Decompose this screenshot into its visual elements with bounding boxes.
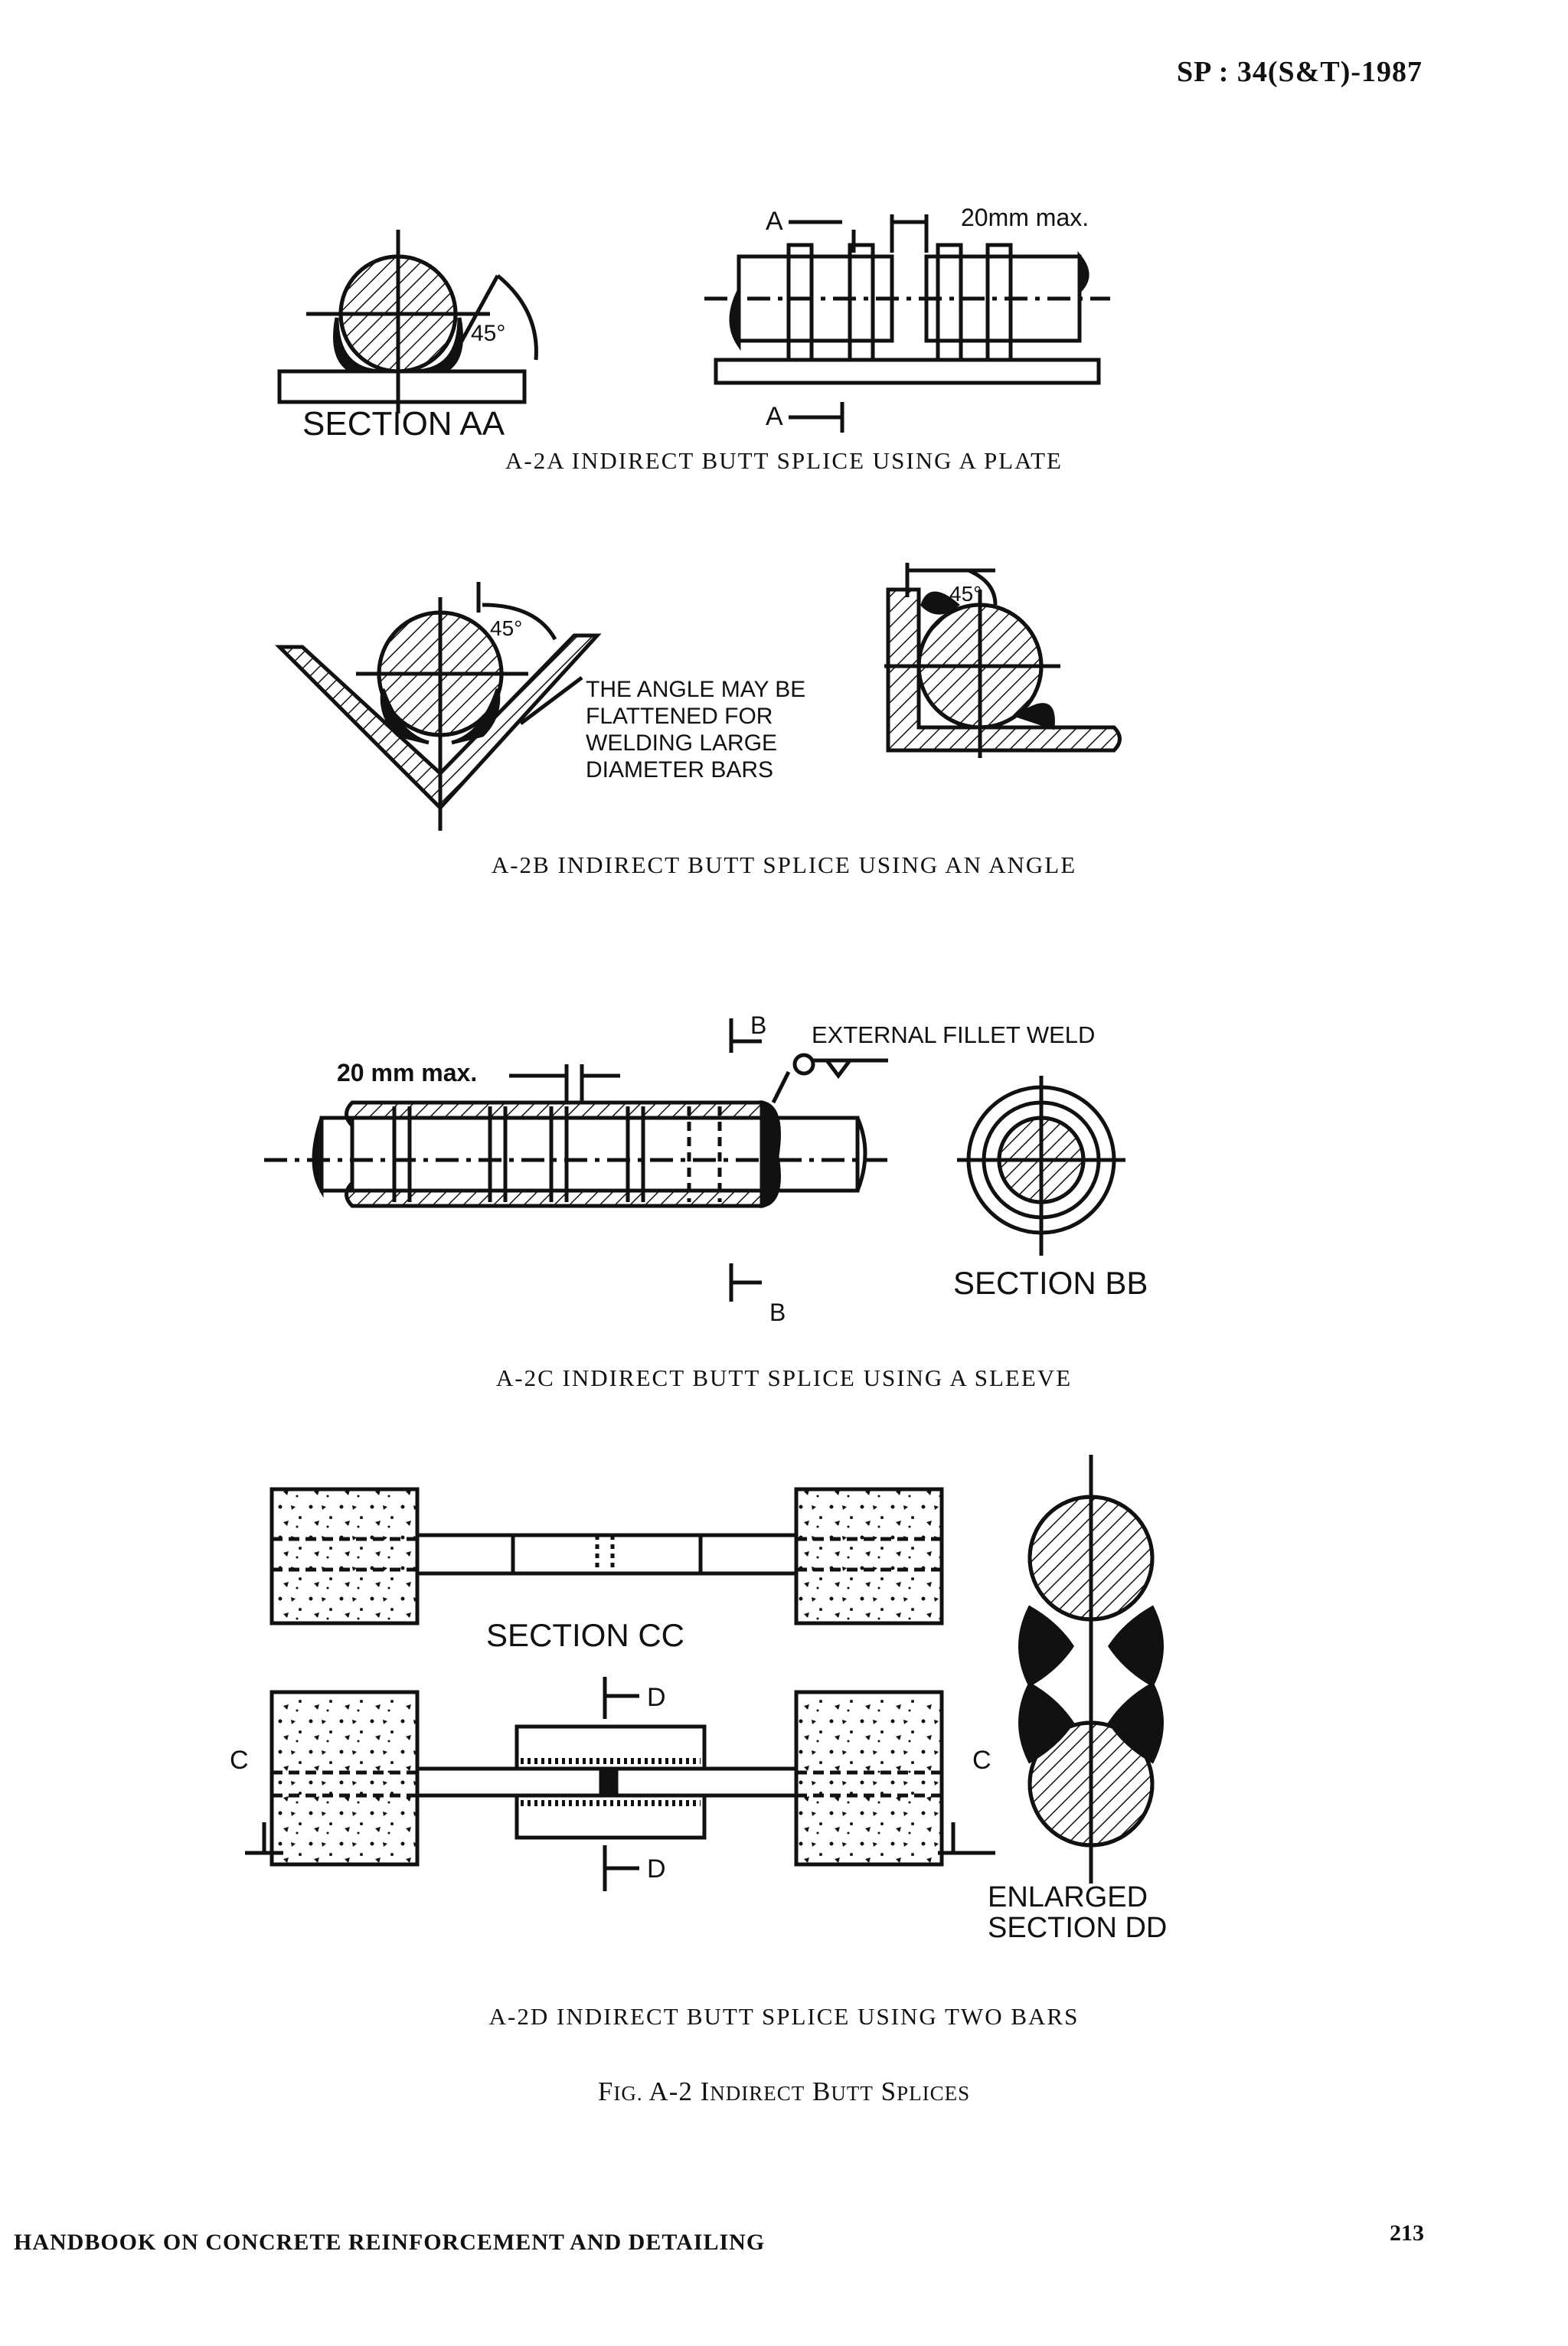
cut-a-top-label: A [766, 207, 783, 236]
caption-a2a: A-2A INDIRECT BUTT SPLICE USING A PLATE [505, 447, 1063, 474]
angle-label: 45° [471, 321, 505, 346]
section-aa-label: SECTION AA [302, 405, 505, 443]
cut-d-bottom-label: D [647, 1854, 666, 1884]
section-bb-label: SECTION BB [953, 1265, 1148, 1301]
figure-a2a-section-aa: 45° SECTION AA [277, 230, 538, 443]
fig-word3-big: S [880, 2076, 897, 2106]
weld-left [333, 317, 384, 374]
fig-word1-big: I [700, 2076, 710, 2106]
cut-a-bottom-label: A [766, 402, 783, 431]
figure-a2a-elevation: A 20mm max. A [704, 204, 1110, 433]
figure-a2b-angle-l: 45° [884, 563, 1122, 758]
weld-label: EXTERNAL FILLET WELD [812, 1021, 1095, 1048]
note-line-4: DIAMETER BARS [586, 757, 773, 783]
fillet-weld [760, 1100, 781, 1208]
fig-number: A-2 [648, 2076, 693, 2106]
cut-b-bottom-label: B [769, 1299, 786, 1326]
figures-canvas: 45° SECTION AA A 20mm max. A [230, 204, 1167, 1944]
figure-a2d-elevation: D D C C [230, 1677, 995, 1891]
note-line-2: FLATTENED FOR [586, 704, 773, 729]
fig-prefix-small: IG. [613, 2082, 643, 2105]
figure-a2d-section-dd: ENLARGED SECTION DD [988, 1455, 1167, 1944]
figure-a2b-angle-v: 45° THE ANGLE MAY BE FLATTENED FOR WELDI… [274, 582, 805, 831]
gap-label: 20mm max. [961, 204, 1089, 231]
figure-a2d-section-cc: SECTION CC [270, 1487, 944, 1653]
note-line-3: WELDING LARGE [586, 730, 777, 756]
angle-l-section [886, 587, 1122, 753]
plate-elevation [714, 358, 1101, 385]
caption-a2c: A-2C INDIRECT BUTT SPLICE USING A SLEEVE [495, 1364, 1073, 1391]
caption-a2b: A-2B INDIRECT BUTT SPLICE USING AN ANGLE [491, 851, 1077, 878]
angle-right-label: 45° [949, 582, 982, 606]
plate-section [277, 369, 527, 404]
fig-word3-small: PLICES [897, 2082, 971, 2105]
cut-c-right-label: C [972, 1746, 991, 1775]
standard-code-header: SP : 34(S&T)-1987 [1177, 56, 1423, 88]
fig-word1-small: NDIRECT [710, 2082, 805, 2105]
sleeve-gap-label: 20 mm max. [337, 1059, 477, 1086]
cut-d-top-label: D [647, 1683, 666, 1712]
cut-c-left-label: C [230, 1746, 249, 1775]
caption-a2d: A-2D INDIRECT BUTT SPLICE USING TWO BARS [488, 2003, 1080, 2030]
fig-word2-small: UTT [831, 2082, 874, 2105]
fig-word2-big: B [812, 2076, 831, 2106]
figure-a2c-sleeve: 20 mm max. B B EXTERNAL FILLET WELD [264, 1011, 1095, 1326]
figure-title: FIG. A-2 INDIRECT BUTT SPLICES [0, 2076, 1568, 2107]
note-line-1: THE ANGLE MAY BE [586, 677, 805, 702]
enlarged-line-2: SECTION DD [988, 1912, 1167, 1944]
page-number: 213 [1390, 2220, 1424, 2246]
footer-title: HANDBOOK ON CONCRETE REINFORCEMENT AND D… [14, 2230, 766, 2255]
angle-left-label: 45° [490, 616, 522, 640]
angle-arc [496, 274, 538, 361]
figure-a2c-section-bb: SECTION BB [953, 1076, 1148, 1301]
cut-b-top-label: B [750, 1011, 766, 1039]
enlarged-line-1: ENLARGED [988, 1881, 1148, 1913]
fig-prefix-big: F [597, 2076, 614, 2106]
section-cc-label: SECTION CC [486, 1617, 684, 1653]
